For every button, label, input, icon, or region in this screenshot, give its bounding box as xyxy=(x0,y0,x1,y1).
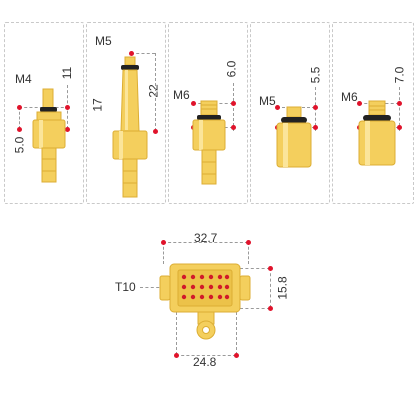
base-dim-line xyxy=(19,107,21,129)
panel-m5-short: M5 5.5 xyxy=(250,22,330,204)
bottom-right-dim-line xyxy=(236,312,238,355)
top-dim-line xyxy=(131,53,155,55)
dim-dot xyxy=(65,105,70,110)
fitting-m4-image xyxy=(32,88,66,183)
dim-dot xyxy=(275,105,280,110)
dim-dot xyxy=(231,101,236,106)
right-height-dim-bottom xyxy=(240,308,270,310)
dim-dot xyxy=(268,306,273,311)
t10-label: T10 xyxy=(115,280,136,294)
dim-dot xyxy=(397,101,402,106)
panel-m6: M6 6.0 xyxy=(168,22,248,204)
thread-label: M6 xyxy=(173,88,190,102)
right-height-dim-top xyxy=(240,268,270,270)
dim-dot xyxy=(191,101,196,106)
height-label: 11 xyxy=(60,66,75,80)
dim-dot xyxy=(397,125,402,130)
dim-dot xyxy=(65,127,70,132)
t10-connector-image xyxy=(159,263,251,340)
t10-pointer-line xyxy=(140,287,170,289)
dim-dot xyxy=(231,125,236,130)
top-right-dim-line xyxy=(248,242,250,264)
bottom-width-dim-line xyxy=(176,355,236,357)
thread-label: M6 xyxy=(341,90,358,104)
dim-dot xyxy=(17,127,22,132)
dim-dot xyxy=(246,240,251,245)
height-dim-line xyxy=(233,83,235,131)
panel-m5-long: M5 22 17 xyxy=(86,22,166,204)
right-height-dim-line xyxy=(270,268,272,308)
bottom-left-dim-line xyxy=(176,312,178,355)
dim-dot xyxy=(313,105,318,110)
height-label: 6.0 xyxy=(224,60,239,78)
thread-label: M4 xyxy=(15,72,32,86)
dim-dot xyxy=(17,105,22,110)
top-width-dim-line xyxy=(163,242,248,244)
dim-dot xyxy=(174,353,179,358)
height-label: 7.0 xyxy=(392,66,407,84)
fitting-m6-image xyxy=(192,100,226,185)
dim-dot xyxy=(129,51,134,56)
panel-m4: M4 11 5.0 xyxy=(4,22,84,204)
fitting-m5-short-image xyxy=(276,106,312,168)
right-height-label: 15.8 xyxy=(275,276,290,300)
dim-dot xyxy=(234,353,239,358)
thread-label: M5 xyxy=(259,94,276,108)
dim-dot xyxy=(153,129,158,134)
panel-m6-short: M6 7.0 xyxy=(332,22,414,204)
fitting-m6-short-image xyxy=(358,100,396,166)
dim-dot xyxy=(161,240,166,245)
top-width-label: 32.7 xyxy=(194,231,218,245)
dim-dot xyxy=(313,125,318,130)
base-label: 5.0 xyxy=(12,136,27,154)
mid-label: 17 xyxy=(90,98,105,112)
fitting-m5-long-image xyxy=(112,56,148,198)
dim-dot xyxy=(268,266,273,271)
height-dim-line xyxy=(155,53,157,131)
dim-dot xyxy=(357,101,362,106)
height-dim-line xyxy=(399,87,401,131)
top-left-dim-line xyxy=(163,242,165,264)
height-label: 5.5 xyxy=(308,66,323,84)
bottom-width-label: 24.8 xyxy=(193,355,217,369)
thread-label: M5 xyxy=(95,34,112,48)
